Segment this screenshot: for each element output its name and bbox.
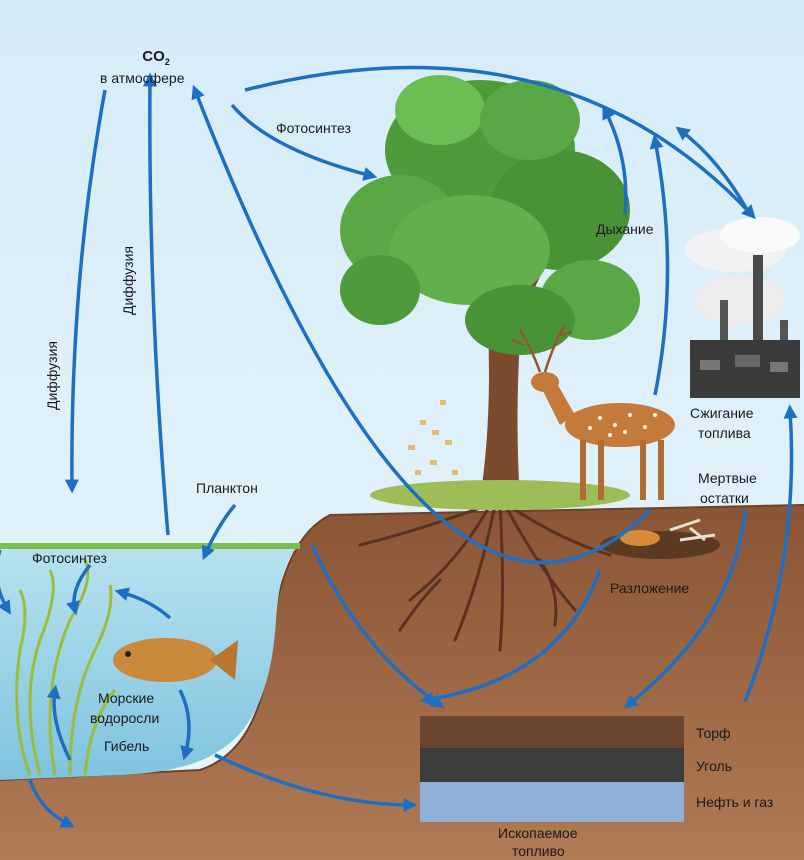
- diffusion-down-label: Диффузия: [44, 340, 60, 410]
- peat-layer: [420, 716, 684, 748]
- fish-icon: [113, 638, 238, 682]
- co2-subscript: 2: [164, 57, 170, 67]
- coal-layer: [420, 748, 684, 782]
- oil-gas-layer: [420, 782, 684, 822]
- dead-remains-label-1: Мертвые: [698, 470, 757, 486]
- oil-gas-label: Нефть и газ: [696, 794, 774, 810]
- fossil-fuel-label-1: Ископаемое: [498, 825, 578, 841]
- respiration-label: Дыхание: [596, 221, 654, 237]
- seaweed-label-1: Морские: [98, 690, 155, 706]
- fossil-fuel-label-2: топливо: [512, 843, 565, 859]
- decomposition-label: Разложение: [610, 580, 690, 596]
- co2-caption: в атмосфере: [100, 70, 185, 86]
- dead-remains-label-2: остатки: [700, 490, 749, 506]
- death-label: Гибель: [104, 738, 150, 754]
- plankton-label: Планктон: [196, 480, 258, 496]
- coal-label: Уголь: [696, 758, 733, 774]
- co2-label: CO2: [136, 48, 176, 67]
- seaweed-icon: [15, 559, 117, 776]
- deer-icon: [511, 324, 675, 500]
- fossil-fuel-layers: [420, 716, 684, 822]
- decaying-remains-icon: [600, 518, 720, 559]
- tree-icon: [340, 75, 640, 500]
- falling-leaves: [408, 400, 458, 475]
- flow-arrows: [0, 65, 798, 828]
- roots-icon: [358, 503, 612, 652]
- photosynthesis-water-label: Фотосинтез: [32, 550, 107, 566]
- co2-formula: CO: [142, 48, 165, 65]
- combustion-label-2: топлива: [698, 425, 751, 441]
- combustion-label-1: Сжигание: [690, 405, 754, 421]
- factory-icon: [685, 217, 800, 398]
- peat-label: Торф: [696, 725, 731, 741]
- diffusion-up-label: Диффузия: [120, 245, 136, 315]
- photosynthesis-land-label: Фотосинтез: [276, 120, 351, 136]
- seaweed-label-2: водоросли: [90, 710, 160, 726]
